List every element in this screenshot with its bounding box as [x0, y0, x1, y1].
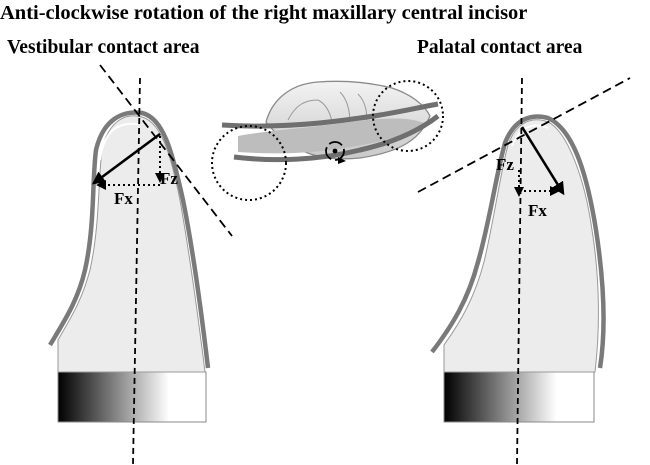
right-tooth-crown: [443, 119, 599, 373]
rotation-arrow-head: [338, 157, 346, 164]
palatal-contact-label: Palatal contact area: [417, 37, 583, 58]
dental-arch: [211, 80, 444, 201]
left-vertical-axis: [132, 77, 141, 465]
right-fx-label: Fx: [528, 201, 547, 220]
figure-title: Anti-clockwise rotation of the right max…: [0, 2, 528, 24]
right-tangent-line: [417, 77, 631, 193]
arch-lower-band: [233, 114, 440, 163]
right-fz-label: Fz: [496, 155, 514, 174]
left-force-arrow: [91, 132, 161, 185]
left-tooth-root: [57, 371, 207, 423]
right-vertical-axis: [516, 77, 523, 465]
right-tooth-contour: [430, 114, 606, 369]
rotation-center-dot: [332, 148, 338, 154]
right-tooth: Fz Fx: [417, 77, 631, 465]
right-force-arrow: [520, 126, 565, 196]
rotation-circle: [325, 141, 345, 161]
right-tooth-inner-edge: [511, 124, 549, 147]
left-contact-circle: [211, 125, 287, 201]
left-tooth-inner-edge: [99, 122, 139, 161]
left-tooth-crown: [57, 115, 206, 373]
arch-cusp-lines: [287, 91, 368, 127]
right-tooth-root: [443, 371, 595, 423]
left-fz-label: Fz: [160, 169, 178, 188]
right-contact-circle: [372, 80, 444, 152]
left-tooth-contour: [48, 110, 211, 369]
vestibular-contact-label: Vestibular contact area: [7, 37, 200, 58]
arch-lower-body: [238, 118, 426, 154]
left-tooth: Fx Fz: [48, 64, 233, 465]
arch-upper-band: [221, 101, 439, 129]
left-fx-label: Fx: [114, 189, 133, 208]
left-tangent-line: [99, 64, 233, 237]
